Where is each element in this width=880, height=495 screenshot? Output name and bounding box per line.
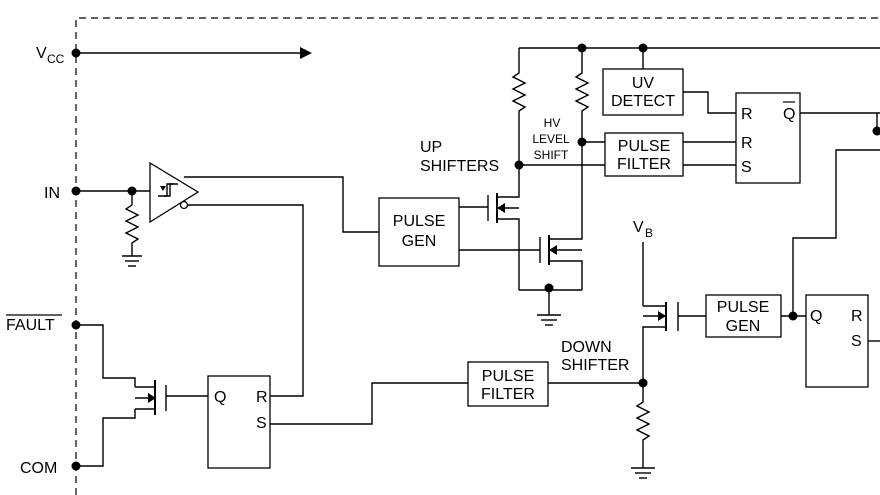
- svg-text:DOWN: DOWN: [561, 339, 612, 356]
- svg-text:Q: Q: [810, 308, 822, 325]
- ground-icon: [631, 467, 655, 479]
- ic-boundary: [75, 17, 880, 495]
- up-shifters-label: UP SHIFTERS: [420, 139, 499, 175]
- svg-text:IN: IN: [44, 185, 60, 202]
- uv-detect-block: UV DETECT: [602, 68, 684, 116]
- right-latch-flipflop: Q R S: [805, 294, 869, 388]
- svg-text:GEN: GEN: [402, 233, 437, 250]
- pulse-gen-up: PULSE GEN: [378, 197, 460, 267]
- svg-text:R: R: [851, 308, 863, 325]
- down-shifter-label: DOWN SHIFTER: [561, 339, 629, 374]
- pulse-gen-down: PULSE GEN: [705, 294, 782, 338]
- svg-text:GEN: GEN: [726, 318, 761, 335]
- com-pin: COM: [20, 409, 136, 477]
- svg-text:FAULT: FAULT: [6, 317, 55, 334]
- vcc-pin: V CC: [36, 45, 312, 66]
- top-latch-flipflop: R Q R S: [735, 92, 801, 184]
- svg-text:UP: UP: [420, 139, 442, 156]
- ground-icon: [537, 314, 561, 326]
- svg-text:SHIFTERS: SHIFTERS: [420, 158, 499, 175]
- wire-latch-s-to-pulse-filter: [270, 382, 468, 425]
- svg-text:B: B: [645, 226, 653, 240]
- svg-text:COM: COM: [20, 460, 57, 477]
- wire-feedback: [792, 149, 880, 316]
- svg-text:S: S: [851, 333, 862, 350]
- wire-in-to-fault-latch: [188, 204, 304, 397]
- svg-text:R: R: [256, 389, 268, 406]
- down-shifter-resistor: [635, 383, 651, 468]
- down-shifter-mosfet: [642, 302, 706, 383]
- wire-filter-to-latch: [683, 141, 736, 166]
- wire-in-to-pulse-gen: [184, 176, 379, 233]
- svg-text:R: R: [741, 135, 753, 152]
- wire-uv-to-latch: [683, 91, 736, 114]
- schmitt-trigger-buffer: [149, 161, 200, 224]
- svg-text:FILTER: FILTER: [481, 386, 535, 403]
- wire-up-ground: [519, 289, 582, 315]
- svg-text:S: S: [256, 415, 267, 432]
- arrow-icon: [300, 47, 312, 59]
- svg-text:PULSE: PULSE: [717, 299, 769, 316]
- svg-text:CC: CC: [47, 52, 65, 66]
- svg-text:UV: UV: [632, 75, 655, 92]
- svg-text:R: R: [741, 106, 753, 123]
- svg-text:FILTER: FILTER: [617, 156, 671, 173]
- svg-text:PULSE: PULSE: [482, 368, 534, 385]
- svg-text:V: V: [36, 45, 47, 62]
- svg-text:DETECT: DETECT: [611, 93, 675, 110]
- pulse-filter-down: PULSE FILTER: [467, 361, 549, 407]
- fault-latch-flipflop: Q R S: [207, 375, 271, 469]
- vb-pin: V B: [633, 219, 653, 306]
- svg-text:V: V: [633, 219, 644, 236]
- svg-text:S: S: [741, 159, 752, 176]
- pulldown-resistor: [124, 204, 140, 256]
- svg-text:PULSE: PULSE: [618, 138, 670, 155]
- svg-text:PULSE: PULSE: [393, 213, 445, 230]
- fault-mosfet: [135, 380, 208, 415]
- in-pin: IN: [44, 185, 150, 267]
- pulse-filter-up: PULSE FILTER: [604, 132, 684, 177]
- svg-text:Q: Q: [214, 389, 226, 406]
- fault-pin: FAULT: [6, 314, 136, 387]
- hv-level-shift-label: HV LEVEL SHIFT: [532, 116, 570, 162]
- up-shifter-2: [539, 48, 590, 290]
- ground-icon: [122, 255, 142, 267]
- svg-text:SHIFT: SHIFT: [534, 148, 569, 162]
- svg-text:HV: HV: [544, 116, 561, 130]
- svg-text:SHIFTER: SHIFTER: [561, 357, 629, 374]
- svg-text:LEVEL: LEVEL: [532, 132, 570, 146]
- svg-text:Q: Q: [783, 106, 795, 123]
